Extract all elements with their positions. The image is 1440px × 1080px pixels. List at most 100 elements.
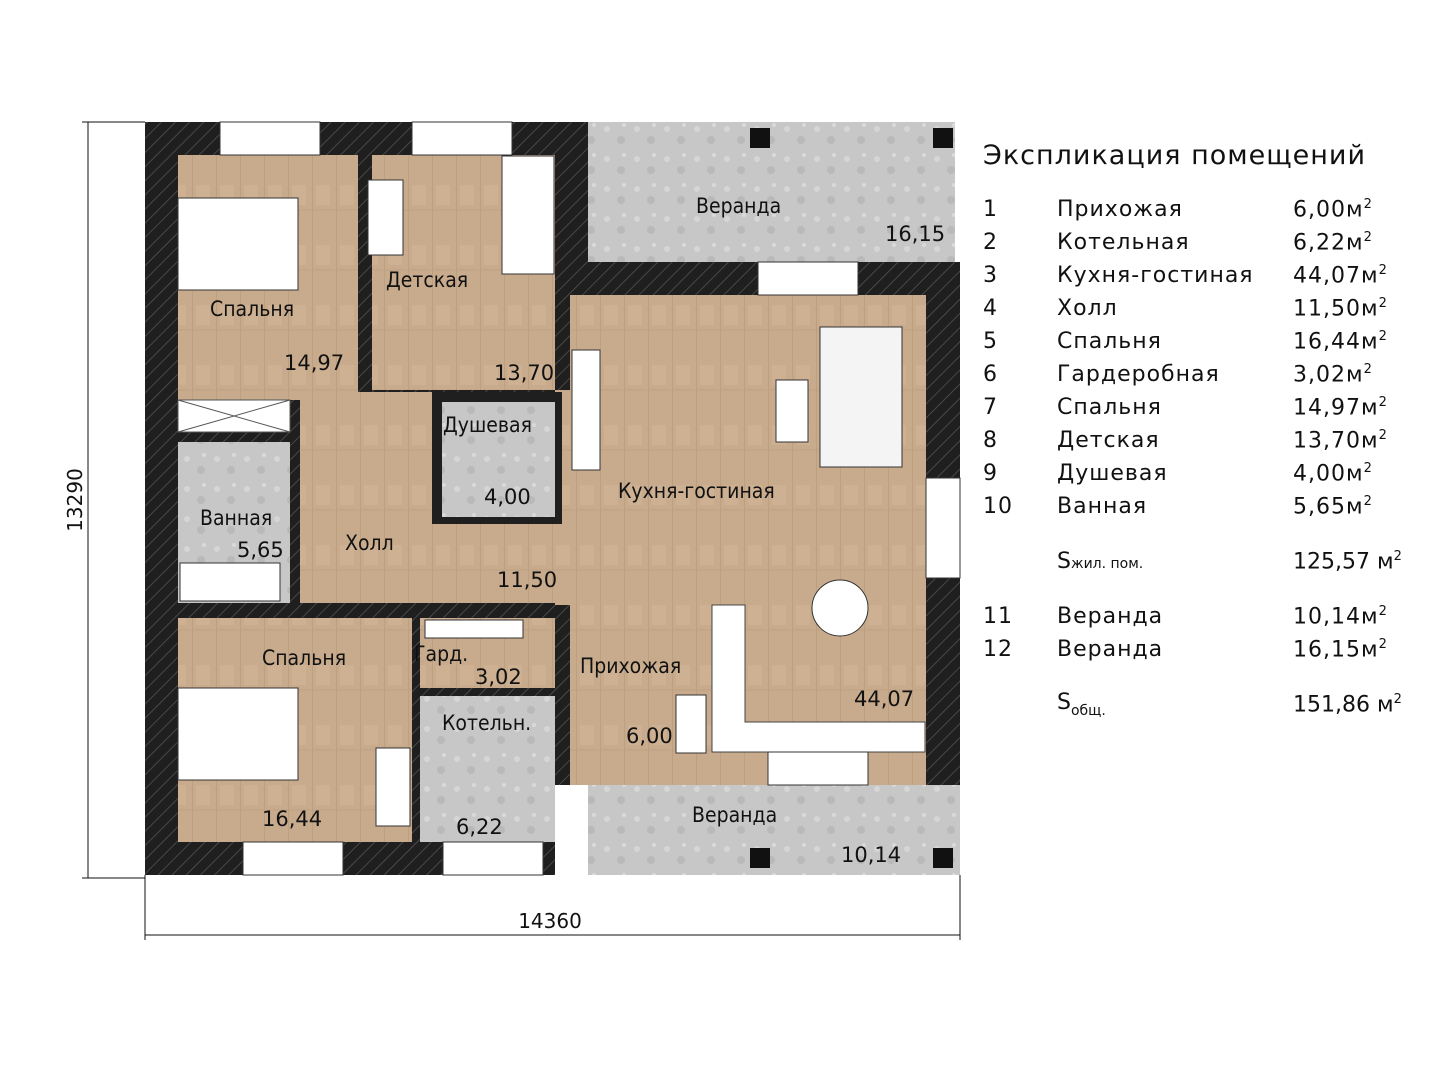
row-number: 12 [983,637,1013,662]
room-name: Кухня-гостиная [618,479,775,503]
legend-row: 11 Веранда 10,14м2 [983,600,1423,633]
room-area: 11,50 [497,568,557,592]
unit-power: 2 [1393,548,1402,564]
row-area: 10,14м2 [1293,604,1388,629]
row-number: 8 [983,428,998,453]
coffee-table [775,379,809,443]
window [925,477,961,579]
room-area: 4,00 [484,485,531,509]
unit: м [1345,494,1364,520]
dimension-height: 13290 [63,121,145,879]
row-area: 4,00м2 [1293,461,1373,486]
row-room-name: Веранда [1057,604,1164,629]
unit-power: 2 [1363,229,1373,245]
row-area: 44,07м2 [1293,263,1388,288]
row-number: 6 [983,362,998,387]
room-name: Спальня [210,297,294,321]
shower-floor [442,402,555,517]
room-area: 5,65 [237,538,284,562]
room-area: 6,22 [456,815,503,839]
row-area: 3,02м2 [1293,362,1373,387]
legend-title: Экспликация помещений [983,140,1367,171]
boiler-floor [420,696,555,842]
area-value: 44,07 [1293,263,1361,289]
kitchen-counter [711,604,926,753]
row-room-name: Кухня-гостиная [1057,263,1254,288]
unit-power: 2 [1378,328,1388,344]
window [219,121,321,156]
row-number: 11 [983,604,1013,629]
unit-power: 2 [1393,691,1402,707]
veranda-top [588,122,955,262]
row-area: 14,97м2 [1293,395,1388,420]
room-area: 10,14 [841,843,901,867]
row-area: 11,50м2 [1293,296,1388,321]
cabinet [675,694,707,754]
row-number: 9 [983,461,998,486]
area-value: 10,14 [1293,604,1361,630]
row-area: 6,22м2 [1293,230,1373,255]
dimension-width: 14360 [144,875,961,940]
window [757,261,859,296]
unit: м [1345,197,1364,223]
unit-power: 2 [1363,361,1373,377]
sum-sub: общ. [1070,703,1106,719]
sum-value: 125,57 м [1293,549,1394,575]
unit-power: 2 [1363,493,1373,509]
row-number: 7 [983,395,998,420]
bed [501,155,555,275]
post [933,848,953,868]
unit: м [1360,329,1379,355]
row-room-name: Душевая [1057,461,1168,486]
area-value: 3,02 [1293,362,1346,388]
row-area: 5,65м2 [1293,494,1373,519]
room-name: Ванная [200,506,272,530]
unit-power: 2 [1378,603,1388,619]
tv-unit [571,349,601,471]
post [750,848,770,868]
unit: м [1360,296,1379,322]
sum-label: S [1057,549,1071,574]
row-room-name: Прихожая [1057,197,1183,222]
row-room-name: Котельная [1057,230,1190,255]
post [750,128,770,148]
bed [177,687,299,781]
row-number: 5 [983,329,998,354]
post [933,128,953,148]
unit-power: 2 [1378,295,1388,311]
unit: м [1360,604,1379,630]
dining-table [811,579,869,637]
row-room-name: Гардеробная [1057,362,1220,387]
room-name: Холл [345,531,394,555]
area-value: 5,65 [1293,494,1346,520]
living-area-sum: Sжил. пом. 125,57 м2 [983,545,1423,578]
row-area: 16,15м2 [1293,637,1388,662]
room-name: Душевая [443,413,532,437]
unit: м [1345,362,1364,388]
room-name: Веранда [692,803,777,827]
row-area: 13,70м2 [1293,428,1388,453]
veranda-bottom [588,785,960,875]
unit: м [1360,637,1379,663]
room-area: 13,70 [494,361,554,385]
legend-row: 9 Душевая 4,00м2 [983,457,1423,490]
row-number: 10 [983,494,1013,519]
sofa [819,326,903,468]
room-name: Котельн. [442,711,531,735]
unit-power: 2 [1378,262,1388,278]
wardrobe-rail [424,619,524,639]
area-value: 4,00 [1293,461,1346,487]
legend-row: 12 Веранда 16,15м2 [983,633,1423,666]
row-room-name: Веранда [1057,637,1164,662]
room-name: Прихожая [580,654,681,678]
row-number: 3 [983,263,998,288]
unit-power: 2 [1378,394,1388,410]
row-number: 4 [983,296,998,321]
unit-power: 2 [1378,427,1388,443]
unit: м [1345,230,1364,256]
